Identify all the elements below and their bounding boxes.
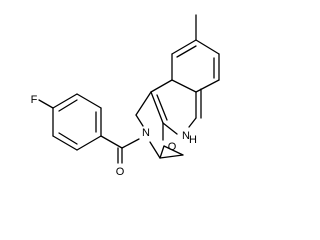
fluorine-atom-label: F xyxy=(31,94,38,106)
cyclopropyl-ring xyxy=(149,141,184,159)
fluorophenyl-ring xyxy=(52,93,102,151)
amide-group xyxy=(100,135,140,164)
lactam-oxygen-label: O xyxy=(168,141,177,153)
amide-nitrogen-label: N xyxy=(142,127,150,139)
pyridone-ring xyxy=(150,79,197,141)
ring-nitrogen-label: N xyxy=(182,130,190,142)
c-f-bond xyxy=(38,99,54,109)
benzo-ring xyxy=(171,39,220,119)
molecule-diagram: F O N N H O xyxy=(31,14,220,178)
structure-drawing: F O N N H O xyxy=(31,14,220,178)
methylene-linker xyxy=(135,91,152,127)
carbonyl-oxygen-label: O xyxy=(116,166,125,178)
ring-nh-hydrogen-label: H xyxy=(189,134,197,146)
